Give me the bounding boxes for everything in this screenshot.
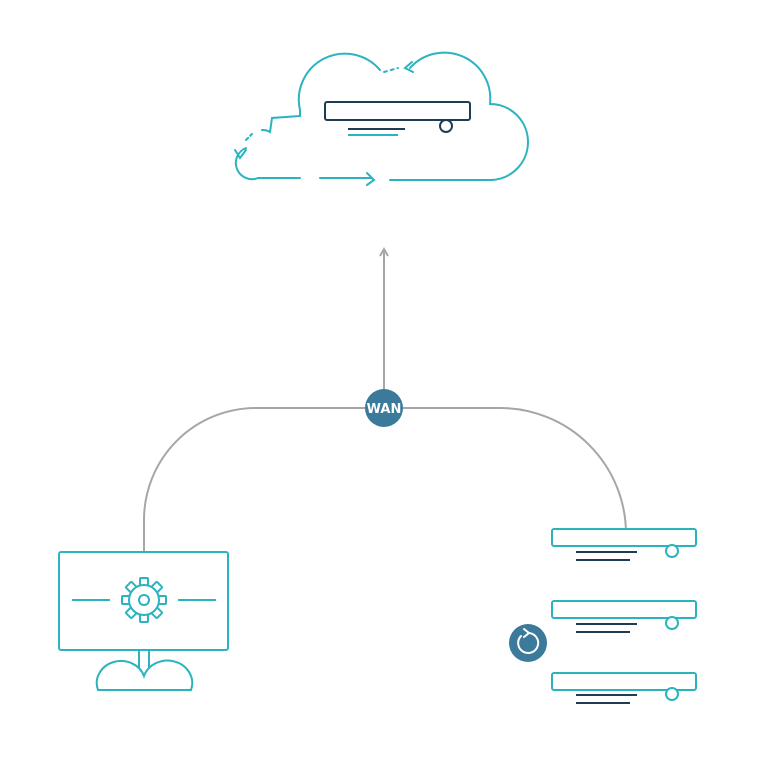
server-unit-icon [324, 101, 471, 136]
uplink-arrowhead [379, 246, 389, 257]
gear-icon [121, 577, 167, 623]
refresh-icon [509, 624, 547, 662]
connector-lines [143, 246, 627, 552]
server-rack-icon [551, 528, 697, 704]
monitor-gear-icon [58, 551, 229, 691]
server-unit-2 [551, 600, 697, 633]
server-unit-3 [551, 672, 697, 704]
wan-label: WAN [367, 402, 402, 417]
cloud-icon [234, 51, 529, 186]
wan-badge: WAN [365, 389, 403, 427]
right-branch-line [384, 407, 627, 544]
server-unit-1 [551, 528, 697, 561]
left-branch-line [143, 407, 384, 552]
